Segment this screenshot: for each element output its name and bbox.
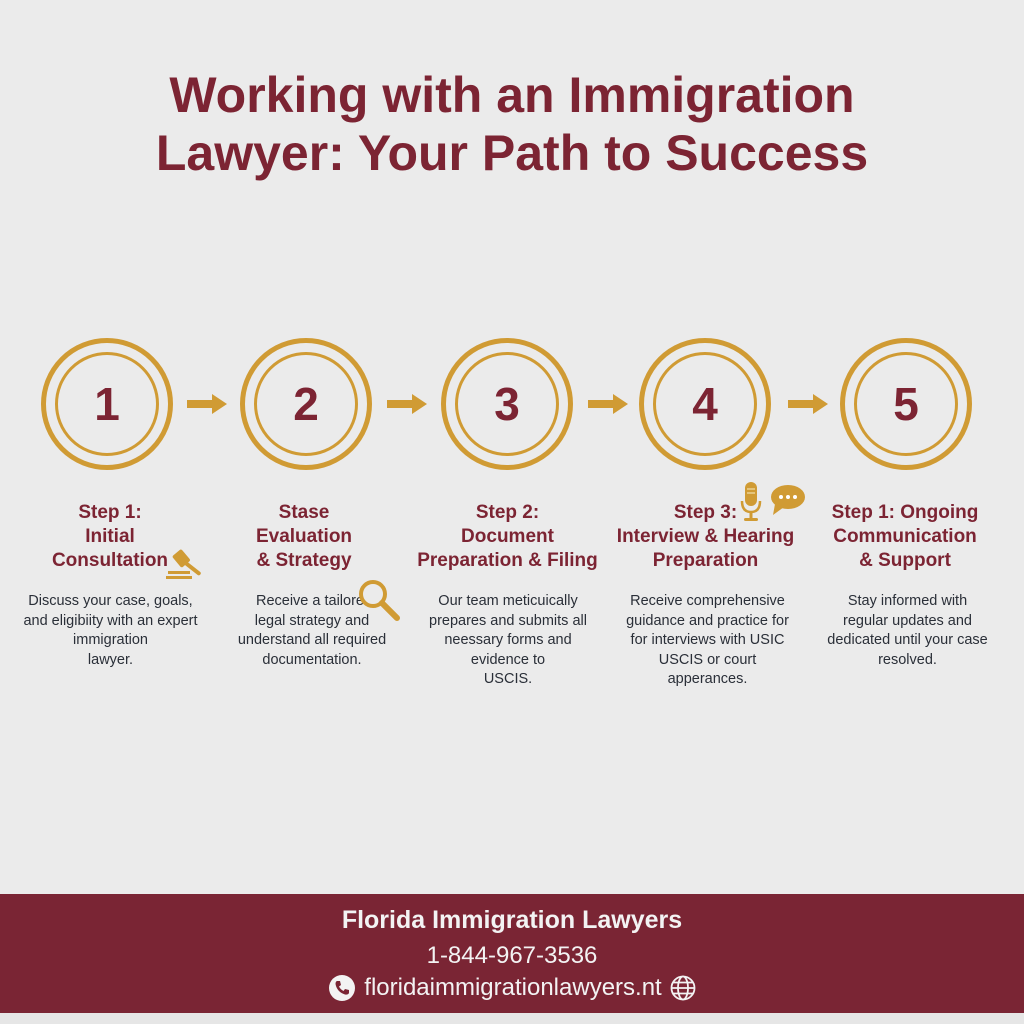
desc-line: Receive comprehensive <box>630 593 785 609</box>
step-4-circle: 4 <box>639 338 771 470</box>
arrow-right-icon <box>588 394 628 414</box>
title-line: Step 2: <box>475 502 540 523</box>
website-row: floridaimmigrationlawyers.nt <box>0 974 1024 1002</box>
gavel-icon <box>166 549 201 579</box>
globe-icon <box>670 975 696 1001</box>
bottom-strip <box>0 1013 1024 1024</box>
title-line: Document <box>461 526 554 547</box>
step-1-circle: 1 <box>41 338 173 470</box>
desc-line: understand all required <box>237 632 387 648</box>
title-line: & Support <box>859 550 951 571</box>
step-3-title: Step 2: Document Preparation & Filing <box>400 501 615 573</box>
firm-name: Florida Immigration Lawyers <box>341 906 683 934</box>
title-line-2: Lawyer: Your Path to Success <box>155 125 869 181</box>
phone-icon <box>329 975 356 1001</box>
desc-line: Discuss your case, goals, <box>28 593 193 609</box>
desc-line: Stay informed with <box>847 593 968 609</box>
desc-line: documentation. <box>262 651 362 668</box>
desc-line: for interviews with USIC <box>630 632 785 648</box>
desc-line: Our team meticuically <box>438 593 578 609</box>
step-number: 5 <box>893 378 919 430</box>
arrow-right-icon <box>187 394 227 414</box>
title-line: Stase <box>278 502 330 523</box>
step-5-description: Stay informed with regular updates and d… <box>810 592 1005 670</box>
step-4-description: Receive comprehensive guidance and pract… <box>615 592 800 690</box>
desc-line: regular updates and <box>843 612 972 629</box>
title-line-1: Working with an Immigration <box>169 67 855 123</box>
desc-line: evidence to <box>470 651 546 668</box>
step-1-description: Discuss your case, goals, and eligibiity… <box>8 592 213 670</box>
magnifying-glass-icon <box>359 580 400 621</box>
desc-line: dedicated until your case <box>827 632 988 648</box>
arrow-right-icon <box>387 394 427 414</box>
step-4-title: Step 3: Interview & Hearing Preparation <box>603 501 808 573</box>
desc-line: neessary forms and <box>444 632 572 648</box>
title-line: Initial <box>85 526 135 547</box>
title-line: Communication <box>833 526 977 547</box>
title-line: Step 1: <box>78 502 142 523</box>
step-number: 2 <box>293 378 319 430</box>
desc-line: legal strategy and <box>254 612 370 629</box>
step-number: 4 <box>692 378 718 430</box>
desc-line: lawyer. <box>87 651 134 668</box>
step-2-description: Receive a tailore. legal strategy and un… <box>222 592 402 670</box>
title-line: & Strategy <box>256 550 352 571</box>
title-line: Consultation <box>51 550 169 571</box>
title-line: Interview & Hearing <box>616 526 795 547</box>
chat-bubble-icon <box>771 485 805 515</box>
desc-line: USCIS. <box>483 671 533 687</box>
page-title: Working with an Immigration Lawyer: Your… <box>0 66 1024 182</box>
step-number: 1 <box>94 378 120 430</box>
step-number: 3 <box>494 378 520 430</box>
step-2-circle: 2 <box>240 338 372 470</box>
desc-line: immigration <box>73 632 148 648</box>
title-line: Preparation <box>652 550 759 571</box>
microphone-icon <box>740 482 762 521</box>
desc-line: USCIS or court <box>658 651 757 668</box>
footer-banner: Florida Immigration Lawyers 1-844-967-35… <box>0 894 1024 1013</box>
arrow-right-icon <box>788 394 828 414</box>
phone-number[interactable]: 1-844-967-3536 <box>426 942 598 969</box>
step-2-title: Stase Evaluation & Strategy <box>214 501 394 573</box>
step-5-title: Step 1: Ongoing Communication & Support <box>810 501 1000 573</box>
website-link[interactable]: floridaimmigrationlawyers.nt <box>364 974 662 1001</box>
desc-line: Receive a tailore. <box>255 593 369 609</box>
desc-line: guidance and practice for <box>626 612 789 629</box>
title-line: Evaluation <box>255 526 353 547</box>
title-line: Preparation & Filing <box>417 550 598 571</box>
desc-line: apperances. <box>667 671 748 687</box>
step-1-title: Step 1: Initial Consultation <box>20 501 200 573</box>
desc-line: resolved. <box>878 651 937 668</box>
desc-line: prepares and submits all <box>429 612 587 629</box>
step-3-circle: 3 <box>441 338 573 470</box>
desc-line: and eligibiity with an expert <box>23 612 198 629</box>
title-line: Step 3: <box>673 502 738 523</box>
step-3-description: Our team meticuically prepares and submi… <box>418 592 598 690</box>
step-5-circle: 5 <box>840 338 972 470</box>
title-line: Step 1: Ongoing <box>831 502 979 523</box>
